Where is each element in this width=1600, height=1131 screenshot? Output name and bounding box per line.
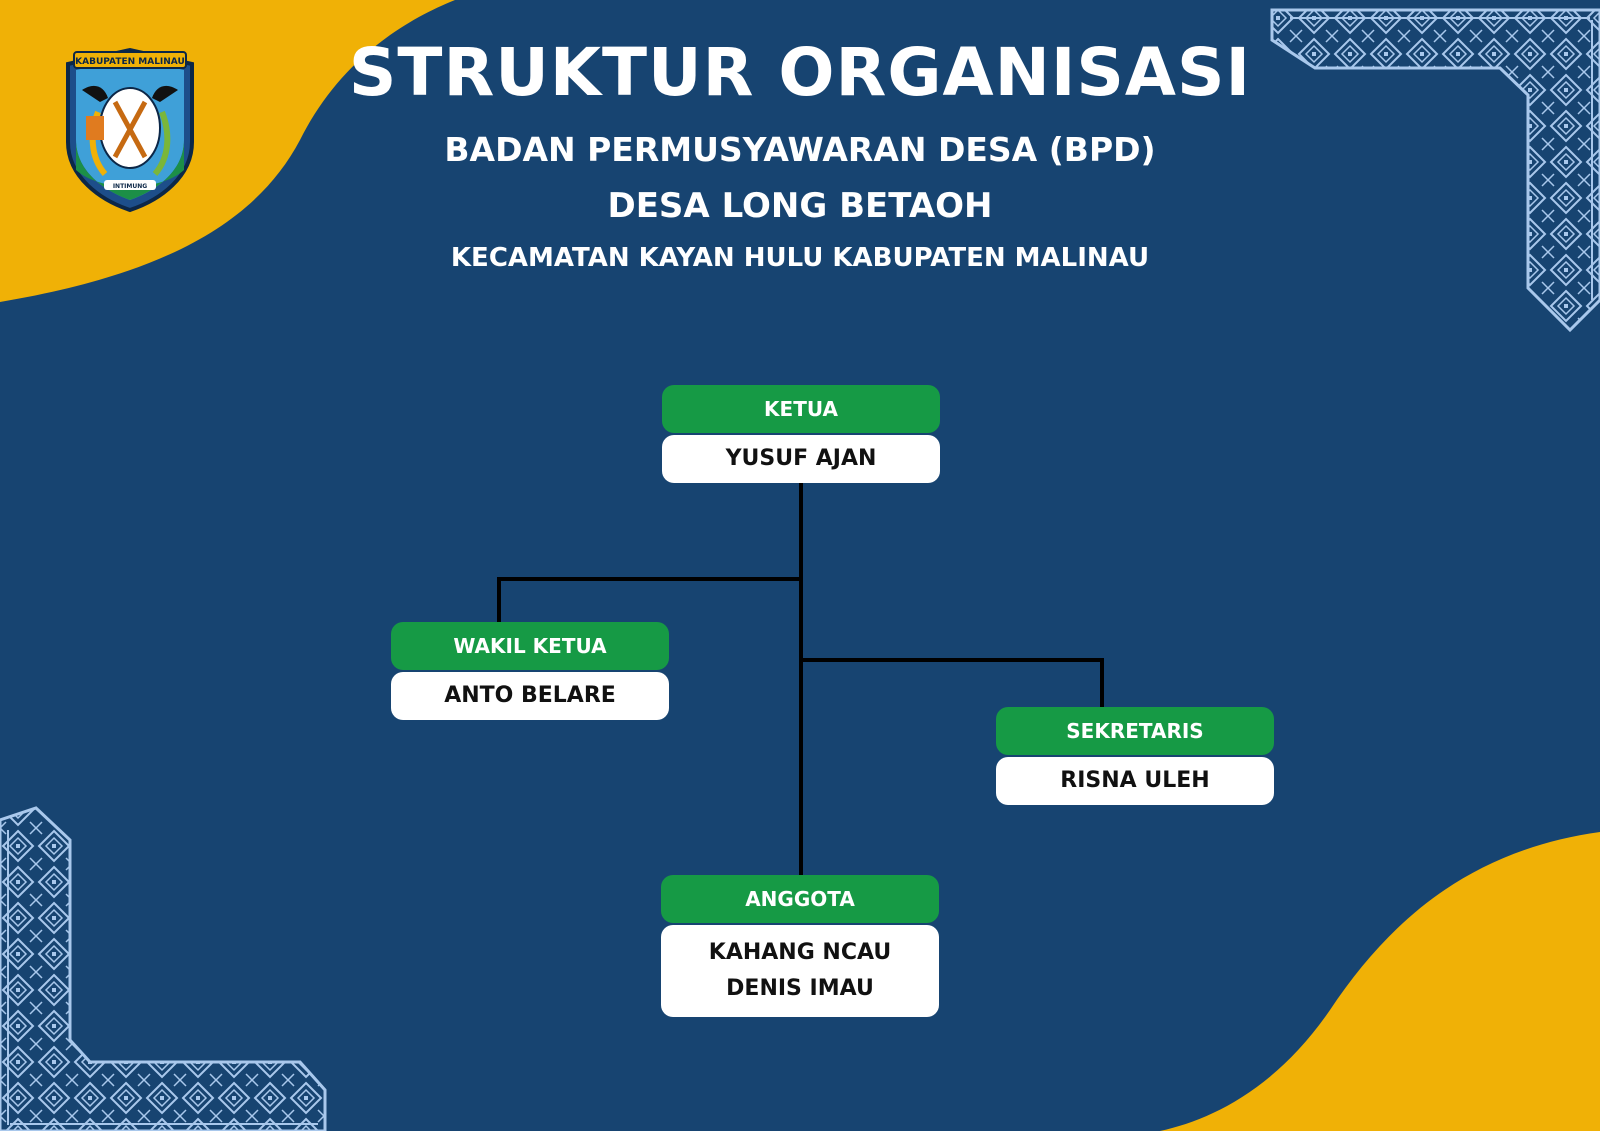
page-title: STRUKTUR ORGANISASI: [348, 34, 1252, 111]
card-anggota-role: ANGGOTA: [661, 875, 939, 923]
svg-text:KABUPATEN MALINAU: KABUPATEN MALINAU: [75, 57, 185, 67]
page-subtitle: BADAN PERMUSYAWARAN DESA (BPD): [444, 130, 1156, 169]
svg-text:INTIMUNG: INTIMUNG: [113, 183, 147, 190]
connector-to-sekretaris: [801, 658, 1104, 709]
ketua-name: YUSUF AJAN: [725, 446, 877, 471]
village-name: DESA LONG BETAOH: [607, 186, 993, 226]
top-right-ornament: [1270, 8, 1600, 333]
bottom-left-ornament: [0, 806, 327, 1131]
card-wakil-ketua-names: ANTO BELARE: [391, 672, 669, 720]
card-ketua-names: YUSUF AJAN: [662, 435, 940, 483]
card-ketua: KETUA YUSUF AJAN: [662, 385, 940, 483]
card-sekretaris: SEKRETARIS RISNA ULEH: [996, 707, 1274, 805]
sekretaris-name: RISNA ULEH: [1060, 768, 1210, 793]
district-name: KECAMATAN KAYAN HULU KABUPATEN MALINAU: [450, 243, 1150, 273]
card-ketua-role: KETUA: [662, 385, 940, 433]
anggota-name-2: DENIS IMAU: [726, 976, 874, 1001]
card-wakil-ketua: WAKIL KETUA ANTO BELARE: [391, 622, 669, 720]
card-anggota-names: KAHANG NCAU DENIS IMAU: [661, 925, 939, 1017]
card-anggota: ANGGOTA KAHANG NCAU DENIS IMAU: [661, 875, 939, 1017]
card-sekretaris-role: SEKRETARIS: [996, 707, 1274, 755]
card-sekretaris-names: RISNA ULEH: [996, 757, 1274, 805]
card-wakil-ketua-role: WAKIL KETUA: [391, 622, 669, 670]
anggota-name-1: KAHANG NCAU: [708, 940, 892, 965]
kabupaten-malinau-logo: KABUPATEN MALINAU INTIMUNG: [66, 47, 194, 213]
connector-to-wakil-ketua: [497, 577, 801, 625]
bottom-right-yellow-swoosh: [1160, 832, 1600, 1131]
wakil-ketua-name: ANTO BELARE: [444, 683, 616, 708]
